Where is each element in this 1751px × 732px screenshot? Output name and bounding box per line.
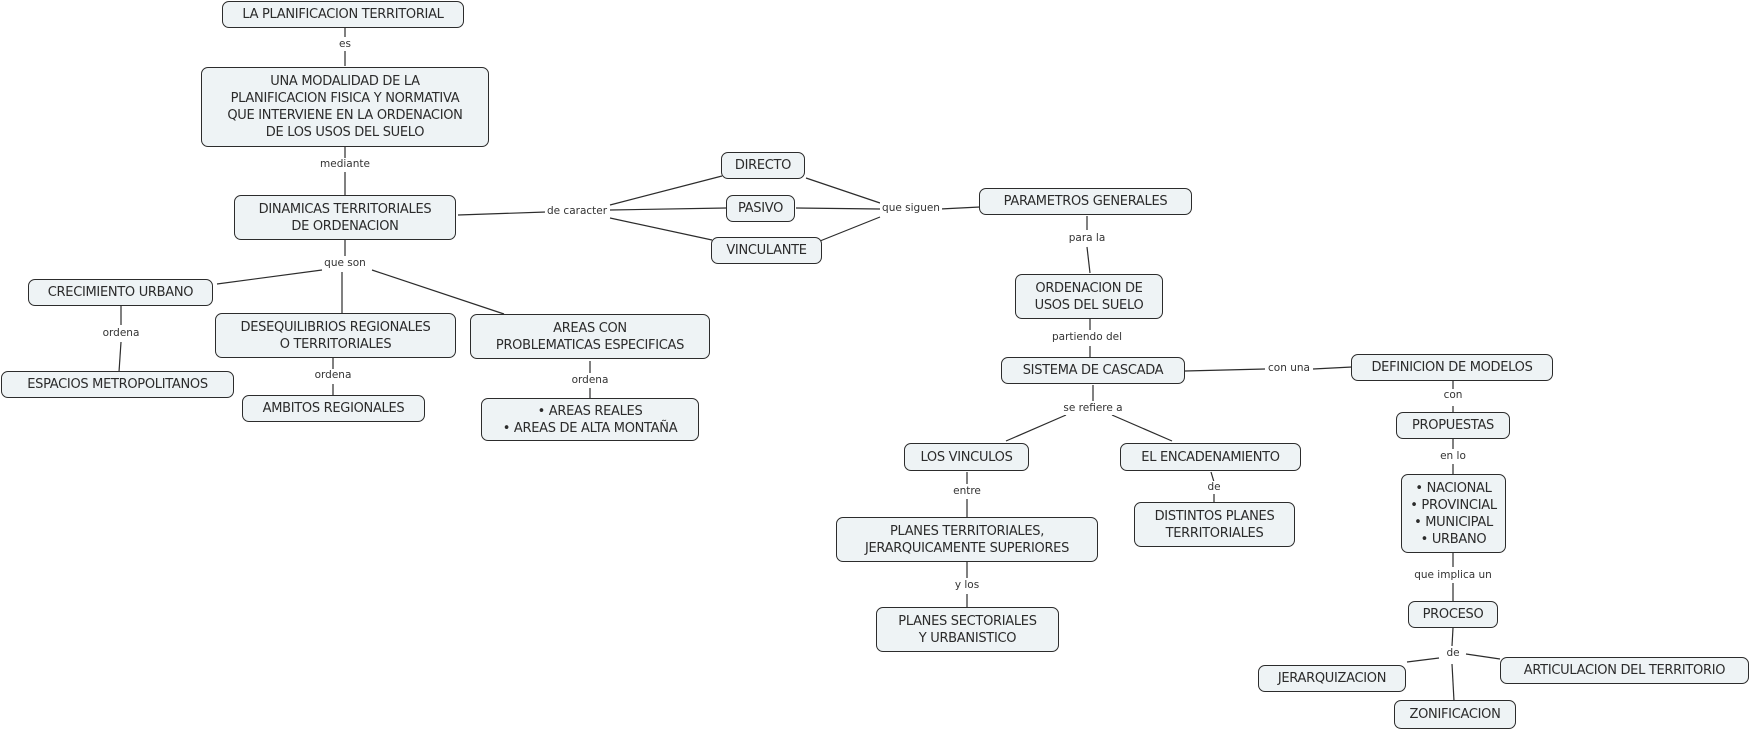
node-ordenacion-usos: ORDENACION DE USOS DEL SUELO	[1015, 274, 1163, 319]
node-los-vinculos: LOS VINCULOS	[904, 443, 1029, 471]
node-niveles: • NACIONAL • PROVINCIAL • MUNICIPAL • UR…	[1401, 474, 1506, 553]
node-propuestas: PROPUESTAS	[1396, 412, 1510, 439]
node-ambitos-regionales: AMBITOS REGIONALES	[242, 395, 425, 422]
node-pasivo: PASIVO	[726, 195, 795, 222]
node-planificacion-territorial: LA PLANIFICACION TERRITORIAL	[222, 1, 464, 28]
link-partiendo-del: partiendo del	[1049, 331, 1125, 344]
link-que-siguen: que siguen	[880, 202, 942, 215]
link-ordena: ordena	[569, 374, 611, 387]
node-dinamicas-territoriales: DINAMICAS TERRITORIALES DE ORDENACION	[234, 195, 456, 240]
node-jerarquizacion: JERARQUIZACION	[1258, 665, 1406, 692]
node-sistema-cascada: SISTEMA DE CASCADA	[1001, 357, 1185, 384]
link-ordena: ordena	[100, 327, 142, 340]
link-en-lo: en lo	[1438, 450, 1468, 463]
node-areas-problematicas: AREAS CON PROBLEMATICAS ESPECIFICAS	[470, 314, 710, 359]
link-ordena: ordena	[312, 369, 354, 382]
node-directo: DIRECTO	[721, 152, 805, 179]
link-de: de	[1205, 481, 1223, 494]
node-planes-territoriales: PLANES TERRITORIALES, JERARQUICAMENTE SU…	[836, 517, 1098, 562]
node-areas-reales: • AREAS REALES • AREAS DE ALTA MONTAÑA	[481, 398, 699, 441]
node-crecimiento-urbano: CRECIMIENTO URBANO	[28, 279, 213, 306]
node-distintos-planes: DISTINTOS PLANES TERRITORIALES	[1134, 502, 1295, 547]
node-encadenamiento: EL ENCADENAMIENTO	[1120, 443, 1301, 471]
link-de: de	[1444, 647, 1462, 660]
link-es: es	[337, 38, 353, 51]
node-modalidad: UNA MODALIDAD DE LA PLANIFICACION FISICA…	[201, 67, 489, 147]
link-y-los: y los	[952, 579, 982, 592]
node-proceso: PROCESO	[1408, 601, 1498, 628]
link-que-son: que son	[322, 257, 368, 270]
link-mediante: mediante	[318, 158, 372, 171]
link-con-una: con una	[1266, 362, 1312, 375]
node-definicion-modelos: DEFINICION DE MODELOS	[1351, 354, 1553, 381]
node-desequilibrios: DESEQUILIBRIOS REGIONALES O TERRITORIALE…	[215, 313, 456, 358]
node-parametros-generales: PARAMETROS GENERALES	[979, 188, 1192, 215]
link-que-implica-un: que implica un	[1412, 569, 1494, 582]
link-de-caracter: de caracter	[544, 205, 610, 218]
link-con: con	[1441, 389, 1465, 402]
link-entre: entre	[951, 485, 983, 498]
node-zonificacion: ZONIFICACION	[1394, 700, 1516, 729]
link-para-la: para la	[1066, 232, 1108, 245]
node-espacios-metropolitanos: ESPACIOS METROPOLITANOS	[1, 371, 234, 398]
node-articulacion-territorio: ARTICULACION DEL TERRITORIO	[1500, 657, 1749, 684]
node-planes-sectoriales: PLANES SECTORIALES Y URBANISTICO	[876, 607, 1059, 652]
link-se-refiere-a: se refiere a	[1061, 402, 1125, 415]
node-vinculante: VINCULANTE	[711, 237, 822, 264]
